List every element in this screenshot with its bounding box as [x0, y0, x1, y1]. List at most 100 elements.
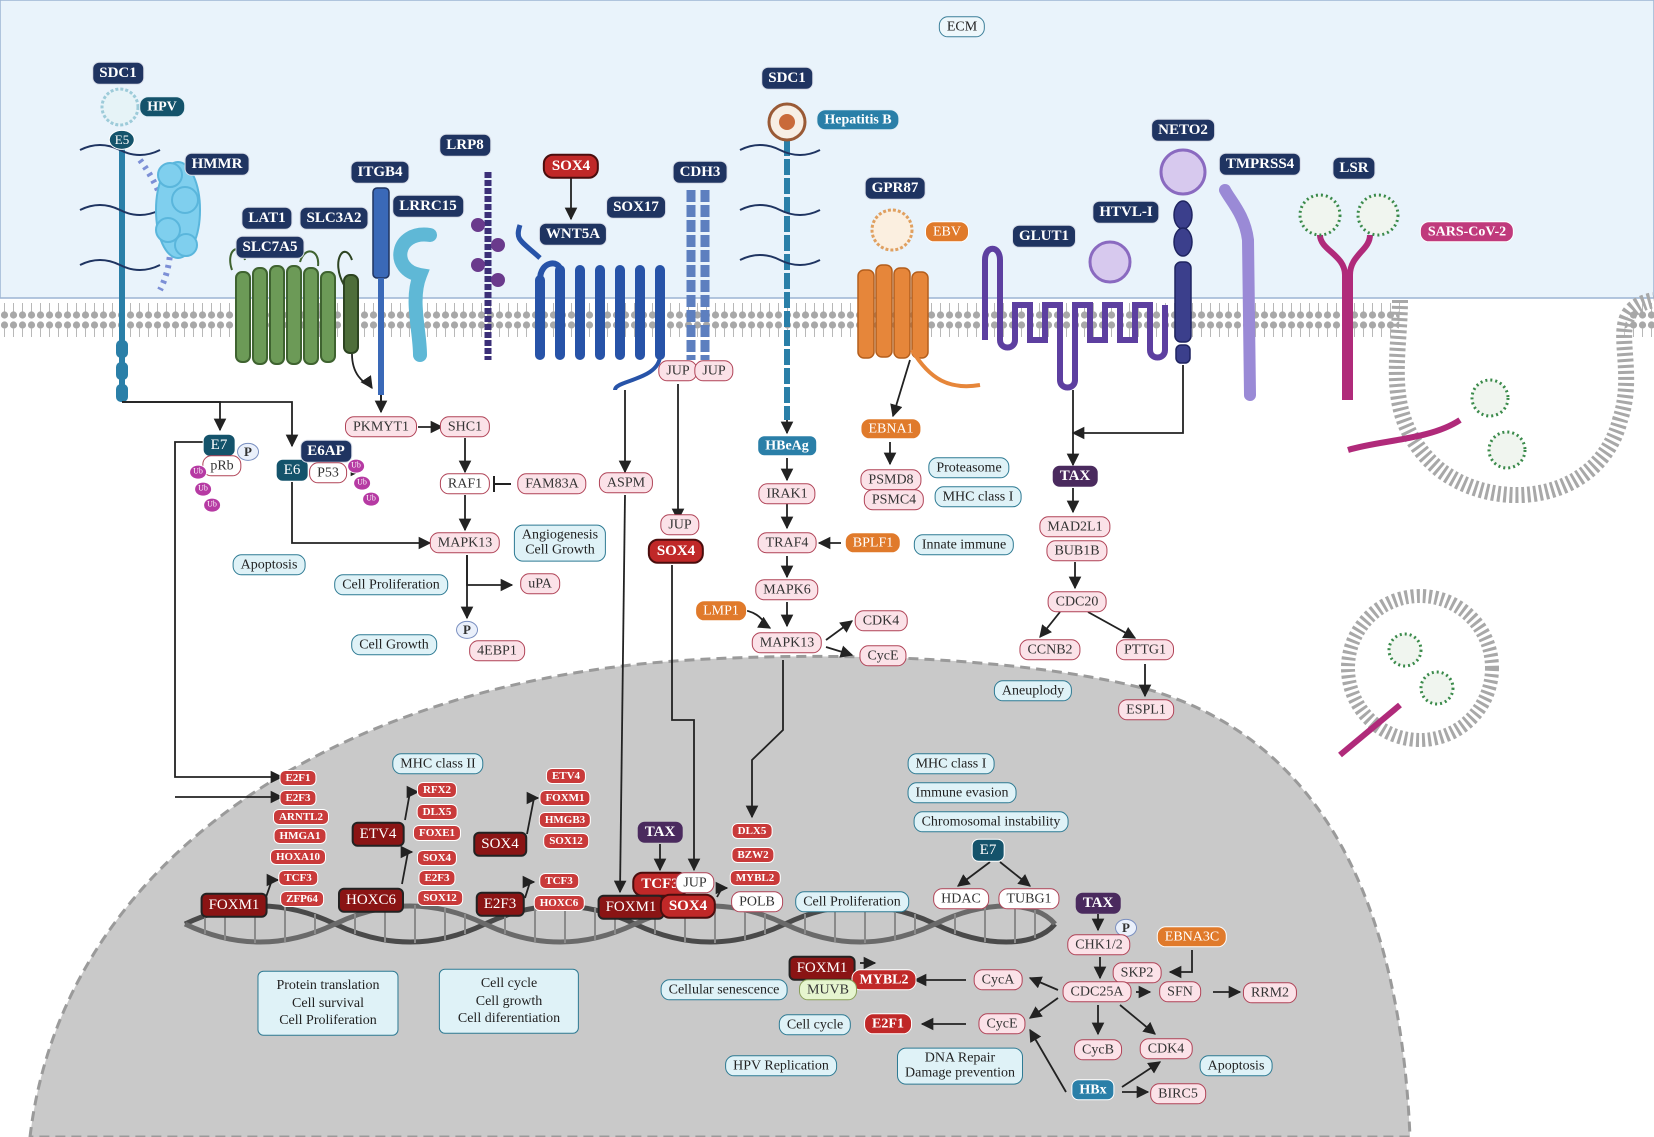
slc7a5-barrel — [235, 265, 336, 365]
nucleus-mybl2-low-node: MYBL2 — [851, 969, 917, 991]
nucleus-ebna3c-node: EBNA3C — [1156, 926, 1228, 948]
cytoplasm-traf4-node: TRAF4 — [757, 532, 817, 554]
cytoplasm-jup-b-node: JUP — [694, 360, 734, 382]
nucleus-cdc25a-node: CDC25A — [1062, 981, 1132, 1003]
hpv_proteins-ub-node: Ub — [362, 491, 380, 507]
receptors-slc3a2-node: SLC3A2 — [299, 206, 369, 230]
outcomes-hpv-replication-node: HPV Replication — [725, 1055, 837, 1077]
nucleus-jup-nuc-node: JUP — [675, 872, 715, 894]
receptors-lat1-node: LAT1 — [241, 206, 293, 230]
outcomes-proteasome-node: Proteasome — [928, 457, 1010, 479]
receptors-lsr-node: LSR — [1332, 156, 1376, 180]
outcomes-apoptosis-left-node: Apoptosis — [232, 554, 306, 576]
nucleus-tf-sox4a-node: SOX4 — [416, 849, 458, 867]
arrow-cdc25a-cyce — [1028, 997, 1059, 1019]
lsr-shape — [1298, 193, 1527, 758]
hmmr-dotted-chain — [137, 158, 174, 292]
arrow-e7-tubg1 — [999, 861, 1031, 887]
cdh3-shape — [686, 190, 710, 360]
nucleus-sfn-node: SFN — [1159, 981, 1201, 1003]
tmprss4-shape — [1219, 184, 1256, 401]
receptors-gpr87-node: GPR87 — [864, 176, 926, 200]
hpv_proteins-ub-node: Ub — [353, 475, 371, 491]
arrow-cdc25a-cyca — [1028, 976, 1059, 991]
outcomes-mhc1-top-node: MHC class I — [934, 486, 1022, 508]
cytoplasm-upa-node: uPA — [520, 573, 560, 595]
hpv_proteins-e5-node: E5 — [108, 129, 136, 151]
arrow-cdc25a-cdk4 — [1119, 1004, 1156, 1035]
cytoplasm-raf1-node: RAF1 — [439, 473, 491, 495]
nucleus-tf-bzw2-node: BZW2 — [731, 846, 775, 864]
outcomes-angiogenesis-node: Angiogenesis Cell Growth — [513, 524, 607, 562]
cytoplasm-bub1b-node: BUB1B — [1046, 540, 1108, 562]
cytoplasm-pkmyt1-node: PKMYT1 — [344, 416, 418, 438]
outcomes-cell-prolif-left-node: Cell Proliferation — [334, 574, 448, 596]
arrow-mapk13-cyce — [825, 645, 854, 658]
arrow-e7-hdac — [956, 861, 991, 887]
nucleus-tf-dlx5a-node: DLX5 — [416, 803, 458, 821]
gpr87-shape — [857, 264, 929, 359]
receptors-glut1-node: GLUT1 — [1011, 224, 1077, 248]
arrow-sox4-etv4 — [526, 791, 540, 835]
nucleus-tf-tcf3-node: TCF3 — [278, 869, 318, 887]
receptors-itgb4-node: ITGB4 — [350, 160, 410, 184]
cytoplasm-jup-a-node: JUP — [658, 360, 698, 382]
neto2-shape — [1173, 200, 1193, 364]
cytoplasm-lmp1-node: LMP1 — [695, 600, 747, 622]
cytoplasm-cdc20-node: CDC20 — [1047, 591, 1107, 613]
outcomes-chrom-instab-node: Chromosomal instability — [913, 811, 1069, 833]
nucleus-e7-nuc-node: E7 — [971, 838, 1005, 862]
arrow-gpr87-ebna1 — [890, 359, 911, 418]
arrow-cdc20-ccnb2 — [1039, 611, 1061, 638]
receptors-sdc1-left-node: SDC1 — [92, 61, 144, 85]
arrow-cdc20-pttg1 — [1087, 611, 1137, 639]
cytoplasm-sox4-mid-node: SOX4 — [647, 538, 705, 564]
lrrc15-shape — [393, 227, 437, 362]
nucleus-tf-tcf3b-node: TCF3 — [539, 872, 579, 890]
hpv_proteins-p-node: P — [237, 442, 259, 462]
hpv_proteins-e7-node: E7 — [202, 433, 236, 457]
sdc1-left-shape — [79, 135, 161, 402]
sdc1-mid-shape — [739, 140, 821, 420]
cytoplasm-ebp1-node: 4EBP1 — [469, 640, 525, 662]
arrow-ebna3c-skp2 — [1168, 950, 1193, 979]
dna-helix — [183, 903, 1057, 945]
nucleus-sox4-big-node: SOX4 — [473, 831, 527, 857]
nucleus-muvb-node: MUVB — [798, 979, 858, 1001]
nucleus-tf-rfx2-node: RFX2 — [416, 781, 458, 799]
glut1-shape — [982, 245, 1168, 391]
cytoplasm-mapk6-node: MAPK6 — [755, 579, 819, 601]
viruses-ebv-node: EBV — [925, 221, 969, 243]
nucleus-tf-sox12b-node: SOX12 — [543, 832, 589, 850]
nucleus-e2f3-big-node: E2F3 — [475, 891, 525, 917]
receptors-sdc1-mid-node: SDC1 — [761, 66, 813, 90]
hpv-virion — [100, 87, 140, 127]
receptors-lrp8-node: LRP8 — [439, 133, 491, 157]
nucleus-tf-hmga1-node: HMGA1 — [273, 827, 327, 845]
cytoplasm-fam83a-node: FAM83A — [517, 473, 587, 495]
nucleus-tf-sox12a-node: SOX12 — [417, 889, 463, 907]
arrow-sox4-dlx5 — [715, 881, 729, 898]
cytoplasm-psmc4-node: PSMC4 — [863, 489, 925, 511]
arrow-aspm-foxm1 — [613, 494, 627, 894]
nucleus-rrm2-node: RRM2 — [1242, 982, 1298, 1004]
receptors-sox17-node: SOX17 — [606, 195, 666, 219]
nucleus-tubg1-node: TUBG1 — [998, 888, 1060, 910]
arrow-mapk13-dlx5 — [745, 660, 784, 819]
hpv_proteins-e6ap-node: E6AP — [300, 439, 352, 463]
cytoplasm-ebna1-node: EBNA1 — [860, 418, 922, 440]
hpv_proteins-p-node: P — [456, 620, 478, 640]
arrow-neto2-tax — [1071, 365, 1184, 440]
nucleus-tf-zfp64-node: ZFP64 — [280, 890, 324, 908]
hpv_proteins-ub-node: Ub — [203, 497, 221, 513]
nucleus-tf-e2f1-node: E2F1 — [279, 769, 317, 787]
viruses-htvl1-node: HTVL-I — [1092, 200, 1160, 224]
slc3a2-helix — [343, 274, 359, 354]
outcomes-innate-immune-node: Innate immune — [913, 534, 1015, 556]
arrow-hoxc6-sox4 — [400, 845, 414, 885]
arrow-slc3a2-pkmyt1 — [351, 353, 373, 390]
hmmr-shape — [155, 161, 201, 259]
arrow-mapk13-cdk4 — [825, 620, 854, 641]
